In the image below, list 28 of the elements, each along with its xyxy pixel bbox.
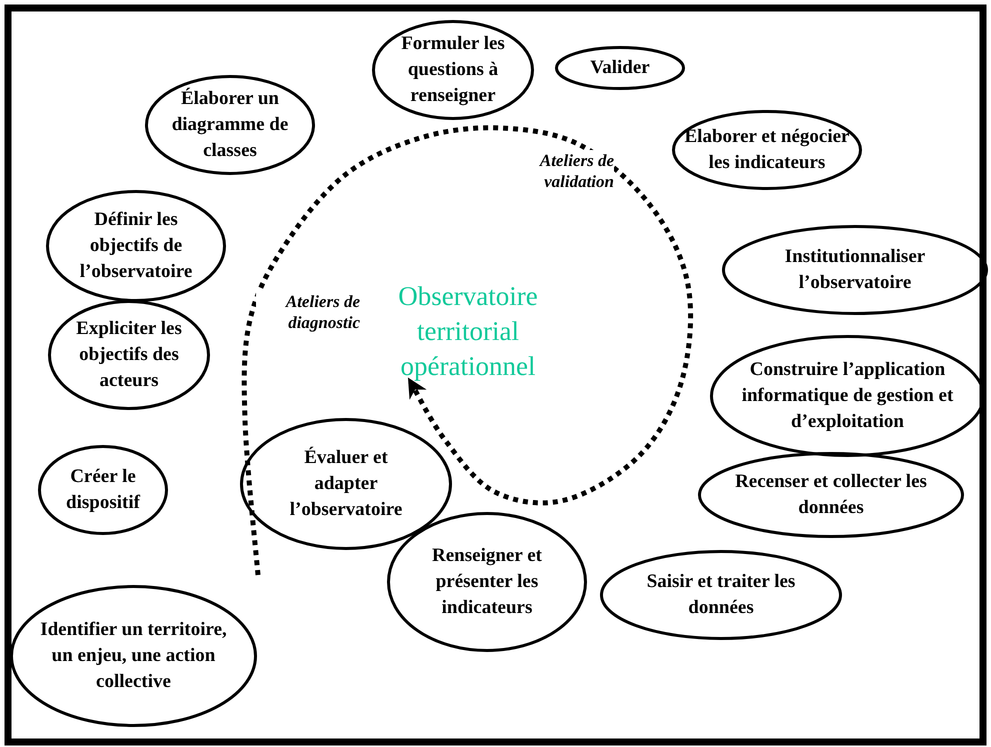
ellipse-node (145, 75, 315, 175)
node-text: Élaborer un diagramme de classes (170, 86, 290, 163)
node-text: Institutionnaliser l’observatoire (784, 245, 926, 295)
node-text: Élaborer et négocier les indicateurs (684, 124, 850, 175)
ellipse-node (722, 225, 988, 315)
node-text: Saisir et traiter les données (646, 570, 796, 620)
node-text: Formuler les questions à renseigner (400, 32, 506, 108)
node-text: Créer le dispositif (65, 465, 142, 515)
node-text: Construire l’application informatique de gestion et d’exploitation (740, 358, 954, 434)
ellipse-node (10, 585, 257, 727)
node-text: Recenser et collecter les données (734, 470, 928, 520)
node-text: Évaluer et adapter l’observatoire (288, 446, 404, 522)
node-text: Valider (589, 56, 651, 80)
ellipse-node (672, 110, 862, 190)
cycle-arrow (242, 125, 694, 576)
node-text: Renseigner et présenter les indicateurs (431, 544, 543, 620)
ellipse-node (600, 550, 842, 640)
ellipse-node (46, 190, 226, 302)
node-text: Identifier un territoire, un enjeu, une action collective (39, 618, 228, 694)
ellipse-node (555, 46, 685, 90)
ellipse-node (48, 300, 210, 410)
ellipse-node (372, 20, 534, 120)
ellipse-node (38, 445, 168, 535)
node-text: Définir les objectifs de l’observatoire (78, 208, 194, 284)
ellipse-node (698, 452, 964, 538)
phase-label: Ateliers de diagnostic (256, 291, 360, 333)
center-title: Observatoire territorial opérationnel (397, 280, 539, 383)
node-text: Expliciter les objectifs des acteurs (75, 317, 183, 393)
